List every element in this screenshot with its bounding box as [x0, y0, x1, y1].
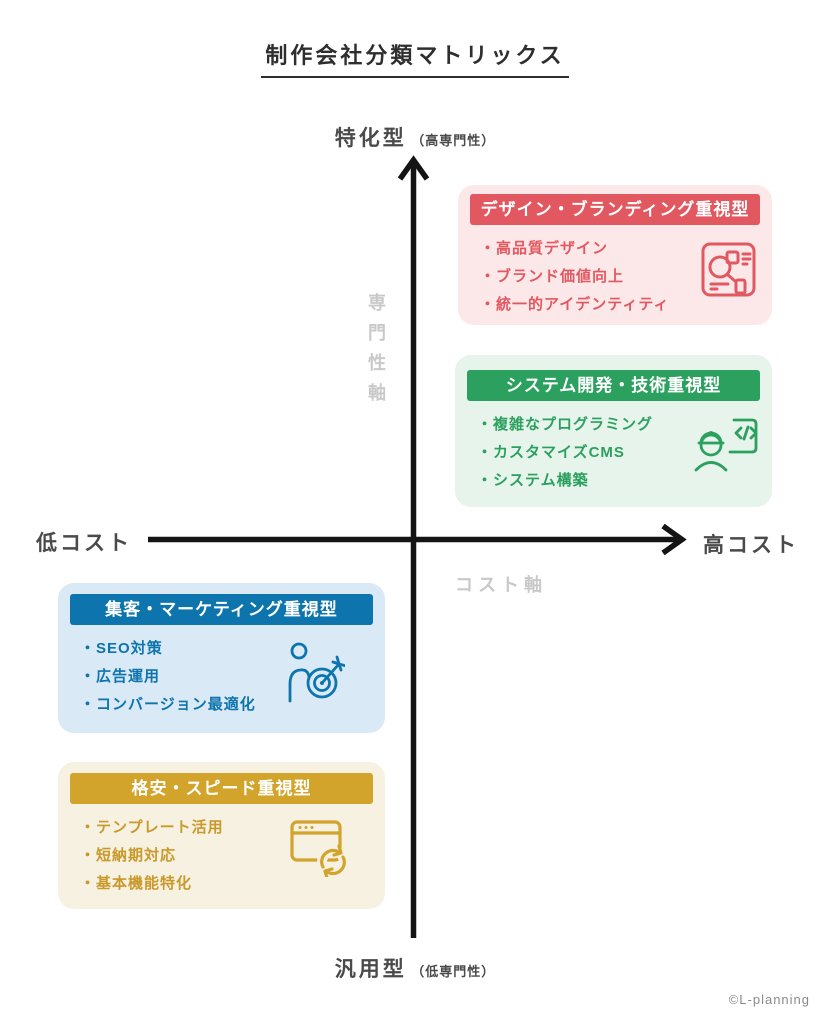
list-item: ・テンプレート活用 [80, 814, 385, 842]
axis-label-top-main: 特化型 [334, 127, 407, 150]
bullet-text: システム構築 [493, 472, 589, 489]
bullet-marker: ・ [80, 875, 97, 892]
bullet-text: 複雑なプログラミング [493, 416, 654, 433]
bullet-text: 広告運用 [96, 668, 161, 685]
bullet-marker: ・ [80, 640, 97, 657]
target-marketing-icon [285, 641, 348, 708]
copyright-credit: ©L-planning [728, 992, 810, 1007]
list-item: ・ブランド価値向上 [480, 263, 772, 291]
engineer-code-icon [694, 417, 760, 478]
card-system-tech: システム開発・技術重視型 ・複雑なプログラミング ・カスタマイズCMS ・システ… [455, 355, 772, 507]
axis-label-right-text: 高コスト [703, 534, 799, 557]
axis-label-left: 低コスト [36, 527, 132, 557]
list-item: ・カスタマイズCMS [477, 439, 772, 467]
card-design-title: デザイン・ブランディング重視型 [470, 194, 760, 225]
bullet-text: ブランド価値向上 [496, 268, 625, 285]
design-layout-icon [700, 241, 757, 303]
list-item: ・高品質デザイン [480, 235, 772, 263]
card-marketing-title: 集客・マーケティング重視型 [70, 594, 373, 625]
bullet-text: 高品質デザイン [496, 240, 609, 257]
bullet-text: テンプレート活用 [96, 819, 224, 836]
browser-refresh-icon [290, 817, 353, 882]
bullet-text: 短納期対応 [96, 847, 177, 864]
list-item: ・統一的アイデンティティ [480, 291, 772, 319]
bullet-marker: ・ [477, 444, 494, 461]
bullet-text: 基本機能特化 [96, 875, 193, 892]
card-budget-bullets: ・テンプレート活用 ・短納期対応 ・基本機能特化 [58, 814, 385, 898]
axis-label-bottom: 汎用型 （低専門性） [0, 953, 830, 983]
axis-label-bottom-main: 汎用型 [334, 958, 407, 981]
list-item: ・システム構築 [477, 467, 772, 495]
right-arrowhead-icon [661, 523, 687, 556]
card-system-title: システム開発・技術重視型 [467, 370, 760, 401]
bullet-marker: ・ [477, 472, 494, 489]
list-item: ・広告運用 [80, 663, 385, 691]
bullet-text: コンバージョン最適化 [96, 696, 256, 713]
card-marketing-bullets: ・SEO対策 ・広告運用 ・コンバージョン最適化 [58, 635, 385, 719]
list-item: ・短納期対応 [80, 842, 385, 870]
bullet-text: カスタマイズCMS [493, 444, 625, 461]
card-budget-speed: 格安・スピード重視型 ・テンプレート活用 ・短納期対応 ・基本機能特化 [58, 762, 385, 909]
axis-label-right: 高コスト [703, 529, 799, 559]
card-system-bullets: ・複雑なプログラミング ・カスタマイズCMS ・システム構築 [455, 411, 772, 495]
axis-label-top-sub: （高専門性） [411, 133, 496, 148]
list-item: ・コンバージョン最適化 [80, 691, 385, 719]
list-item: ・SEO対策 [80, 635, 385, 663]
bullet-text: SEO対策 [96, 640, 163, 657]
title-wrap: 制作会社分類マトリックス [0, 38, 830, 78]
card-design-branding: デザイン・ブランディング重視型 ・高品質デザイン ・ブランド価値向上 ・統一的ア… [458, 185, 772, 325]
bullet-marker: ・ [480, 240, 497, 257]
bullet-marker: ・ [80, 668, 97, 685]
bullet-marker: ・ [480, 268, 497, 285]
bullet-marker: ・ [80, 696, 97, 713]
horizontal-axis-name: コスト軸 [455, 575, 547, 595]
bullet-marker: ・ [80, 819, 97, 836]
axis-label-top: 特化型 （高専門性） [0, 122, 830, 152]
vertical-axis-name: 専門性軸 [366, 293, 386, 413]
card-budget-title: 格安・スピード重視型 [70, 773, 373, 804]
bullet-text: 統一的アイデンティティ [496, 296, 670, 313]
axis-label-bottom-sub: （低専門性） [411, 964, 496, 979]
list-item: ・複雑なプログラミング [477, 411, 772, 439]
page-title: 制作会社分類マトリックス [261, 38, 569, 78]
axis-label-left-text: 低コスト [36, 532, 132, 555]
card-marketing: 集客・マーケティング重視型 ・SEO対策 ・広告運用 ・コンバージョン最適化 [58, 583, 385, 733]
bullet-marker: ・ [477, 416, 494, 433]
list-item: ・基本機能特化 [80, 870, 385, 898]
bullet-marker: ・ [80, 847, 97, 864]
up-arrowhead-icon [397, 155, 430, 181]
bullet-marker: ・ [480, 296, 497, 313]
card-design-bullets: ・高品質デザイン ・ブランド価値向上 ・統一的アイデンティティ [458, 235, 772, 319]
